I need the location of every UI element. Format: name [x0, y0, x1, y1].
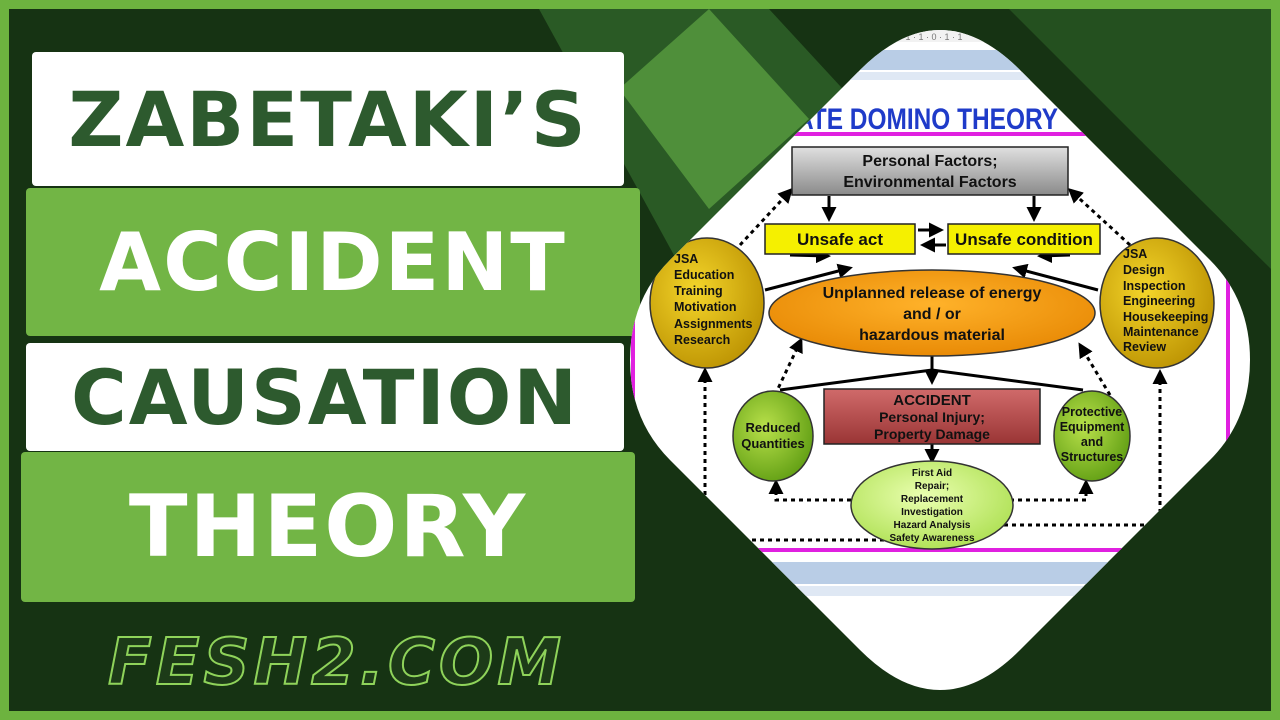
left-circle-text: JSA Education Training Motivation Assign… [674, 252, 753, 347]
response-line: Investigation [901, 507, 963, 518]
left-circle-line: JSA [674, 252, 698, 266]
accident-line-3: Property Damage [874, 426, 990, 442]
website-watermark: FESH2.COM [107, 625, 565, 701]
protective-line-3: and [1081, 435, 1103, 449]
protective-equipment-circle [1053, 390, 1131, 482]
diagram-heading: PDATE DOMINO THEORY [762, 103, 1058, 136]
right-circle-line: Design [1123, 263, 1165, 277]
title-line-3: CAUSATION [26, 343, 624, 451]
response-actions-text: First Aid Repair; Replacement Investigat… [889, 468, 974, 544]
energy-line-1: Unplanned release of energy [823, 285, 1042, 302]
response-line: Repair; [915, 481, 949, 492]
response-line: First Aid [912, 468, 952, 479]
protective-line-1: Protective [1062, 405, 1122, 419]
protective-line-2: Equipment [1060, 420, 1125, 434]
top-box-line-1: Personal Factors; [862, 153, 997, 170]
diagram-clip-group: · 1 · 1 · 0 · 1 · 1 PDATE DOMINO THEORY [630, 30, 1250, 690]
energy-line-2: and / or [903, 306, 961, 323]
response-line: Replacement [901, 494, 964, 505]
right-circle-line: Maintenance [1123, 325, 1199, 339]
title-line-2: ACCIDENT [26, 188, 640, 336]
accident-box [823, 388, 1041, 445]
left-control-circle [649, 237, 765, 369]
top-band-light [630, 72, 1250, 80]
left-circle-line: Assignments [674, 317, 753, 331]
top-box-line-2: Environmental Factors [843, 174, 1016, 191]
energy-release-ellipse [768, 269, 1096, 357]
right-circle-line: JSA [1123, 247, 1147, 261]
response-line: Hazard Analysis [894, 520, 971, 531]
bottom-band [630, 562, 1250, 584]
ruler-text: · 1 · 1 · 0 · 1 · 1 [900, 32, 963, 42]
right-circle-text: JSA Design Inspection Engineering Housek… [1123, 247, 1208, 354]
energy-line-3: hazardous material [859, 327, 1005, 344]
unsafe-condition-box [947, 223, 1101, 255]
title-line-4: THEORY [21, 452, 635, 602]
right-circle-line: Review [1123, 340, 1166, 354]
response-actions-ellipse [850, 460, 1014, 550]
background-decoration [539, 9, 1271, 319]
reduced-line-2: Quantities [741, 436, 805, 451]
response-line: Safety Awareness [889, 533, 974, 544]
top-band [630, 50, 1250, 70]
right-circle-line: Housekeeping [1123, 310, 1208, 324]
right-circle-line: Inspection [1123, 279, 1186, 293]
right-circle-line: Engineering [1123, 294, 1195, 308]
reduced-line-1: Reduced [746, 420, 801, 435]
solid-connectors [764, 196, 1099, 464]
reduced-quantities-circle [732, 390, 814, 482]
left-circle-line: Education [674, 268, 734, 282]
bottom-band-light [630, 586, 1250, 596]
right-control-circle [1099, 237, 1215, 369]
left-circle-line: Training [674, 284, 723, 298]
title-line-1: ZABETAKI’S [32, 52, 624, 186]
left-circle-line: Research [674, 333, 730, 347]
unsafe-act-label: Unsafe act [797, 230, 883, 249]
unsafe-condition-label: Unsafe condition [955, 230, 1093, 249]
personal-environmental-box [791, 146, 1069, 196]
accident-line-1: ACCIDENT [893, 392, 971, 409]
accident-line-2: Personal Injury; [879, 409, 985, 425]
protective-line-4: Structures [1061, 450, 1124, 464]
left-circle-line: Motivation [674, 300, 737, 314]
unsafe-act-box [764, 223, 916, 255]
